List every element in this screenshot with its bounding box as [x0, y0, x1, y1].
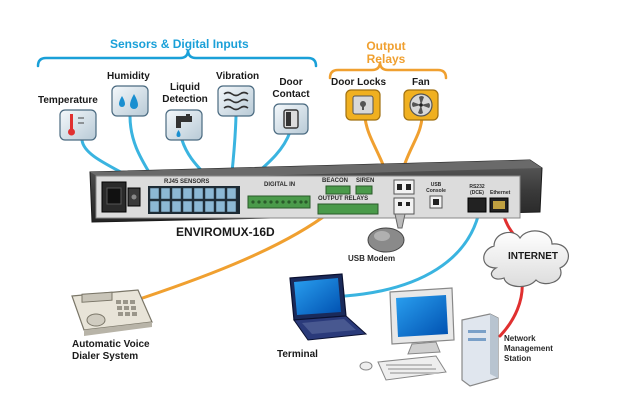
- relays-bracket: [328, 61, 448, 80]
- usb-modem-icon: [367, 213, 406, 253]
- device-name: ENVIROMUX-16D: [176, 225, 275, 239]
- door-contact-label-line1: Door: [279, 77, 303, 88]
- internet-label: INTERNET: [508, 251, 558, 262]
- rs232-label-line1: RS232: [469, 184, 485, 190]
- door-locks-label: Door Locks: [331, 77, 387, 88]
- voice-dialer-label-line2: Dialer System: [72, 351, 139, 362]
- nms-label-line3: Station: [504, 354, 532, 363]
- usb-console-label-line2: Console: [426, 188, 446, 194]
- digital-in-label: DIGITAL IN: [264, 182, 296, 188]
- liquid-label-line1: Liquid: [170, 82, 200, 93]
- voice-dialer-icon: [71, 289, 153, 336]
- rj45-sensors-label: RJ45 SENSORS: [164, 179, 210, 185]
- usb-console-label-line1: USB: [430, 182, 442, 188]
- humidity-label: Humidity: [107, 71, 150, 82]
- beacon-label: BEACON: [322, 178, 349, 184]
- ethernet-label: Ethernet: [490, 190, 511, 196]
- output-relays-label: OUTPUT RELAYS: [318, 196, 369, 202]
- siren-label: SIREN: [356, 178, 375, 184]
- nms-label-line1: Network: [504, 334, 536, 343]
- door-contact-label-line2: Contact: [272, 89, 310, 100]
- liquid-detection-sensor-icon: [165, 109, 203, 141]
- temperature-sensor-icon: [59, 109, 97, 141]
- voice-dialer-label-line1: Automatic Voice: [72, 339, 150, 350]
- vibration-label: Vibration: [216, 71, 260, 82]
- rs232-label-line2: (DCE): [470, 190, 484, 196]
- fan-label: Fan: [412, 77, 430, 88]
- humidity-sensor-icon: [111, 85, 149, 117]
- usb-modem-label: USB Modem: [348, 254, 396, 263]
- sensors-bracket: [36, 49, 318, 68]
- terminal-label: Terminal: [277, 349, 318, 360]
- temperature-label: Temperature: [38, 95, 98, 106]
- network-station-icon: [359, 287, 499, 387]
- internet-cloud-icon: [483, 230, 569, 288]
- fan-relay-icon: [403, 89, 439, 121]
- relays-group-title-line1: Output: [366, 39, 406, 53]
- vibration-sensor-icon: [217, 85, 255, 117]
- enviromux-device: [89, 159, 543, 223]
- liquid-label-line2: Detection: [162, 94, 208, 105]
- terminal-cable: [343, 206, 482, 298]
- nms-label-line2: Management: [504, 344, 553, 353]
- terminal-laptop-icon: [289, 273, 368, 341]
- relays-group-title-line2: Relays: [366, 52, 406, 66]
- door-contact-sensor-icon: [273, 103, 309, 135]
- door-locks-relay-icon: [345, 89, 381, 121]
- sensors-group-title: Sensors & Digital Inputs: [110, 37, 249, 51]
